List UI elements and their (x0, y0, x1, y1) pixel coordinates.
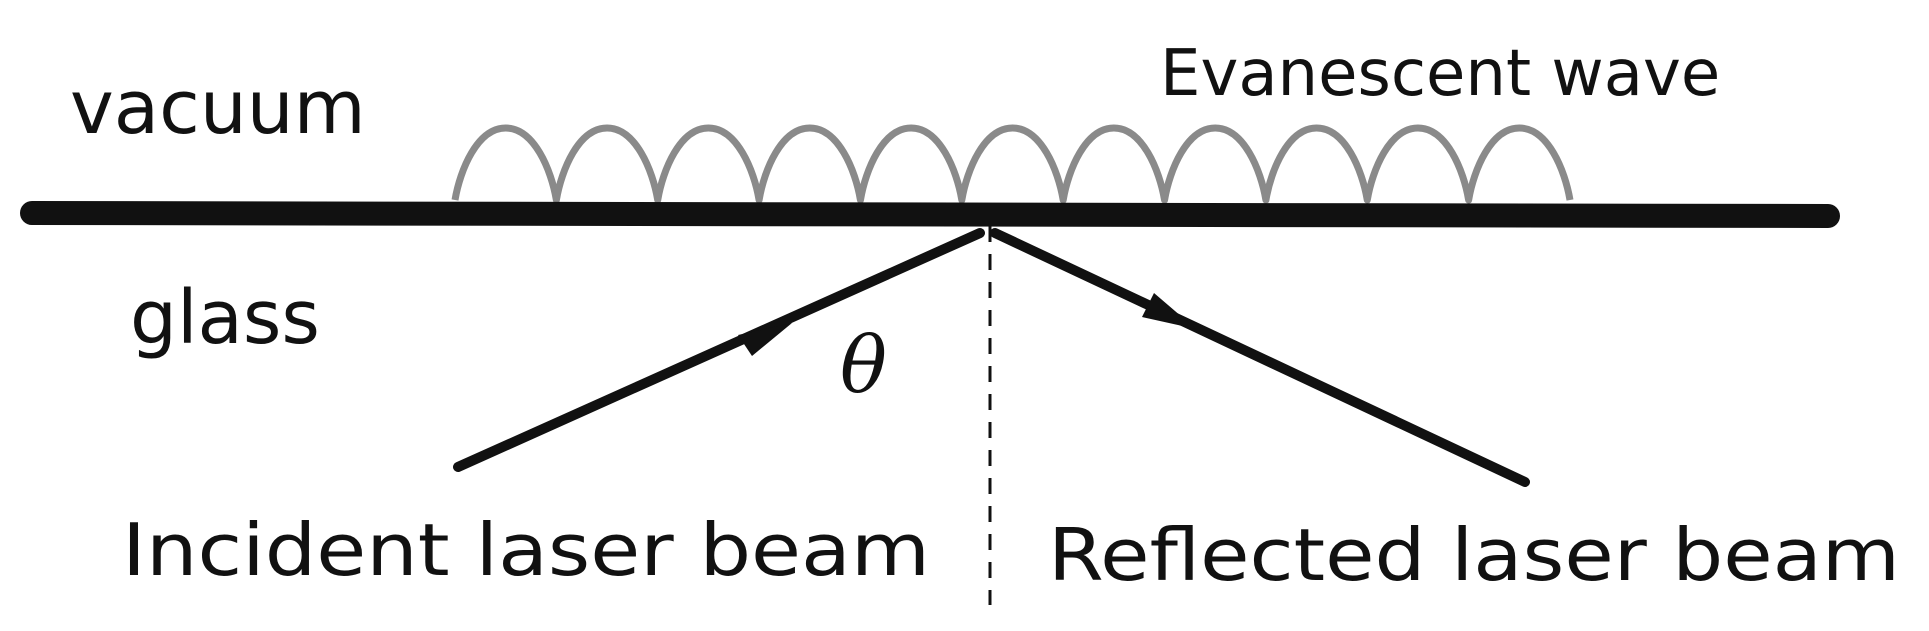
incident-beam-line (453, 228, 985, 472)
incident-beam-arrowhead (738, 323, 792, 356)
interface-line (20, 201, 1840, 228)
angle-theta-label: θ (840, 321, 887, 411)
glass-label: glass (130, 275, 320, 361)
reflected-beam-arrowhead (1142, 293, 1196, 329)
reflected-beam-line (990, 228, 1530, 487)
vacuum-label: vacuum (70, 65, 366, 151)
reflected-beam-label: Reflected laser beam (1048, 513, 1900, 597)
evanescent-wave-curve (451, 124, 1574, 204)
incident-beam-label: Incident laser beam (122, 508, 930, 592)
evanescent-wave-label: Evanescent wave (1160, 37, 1720, 111)
